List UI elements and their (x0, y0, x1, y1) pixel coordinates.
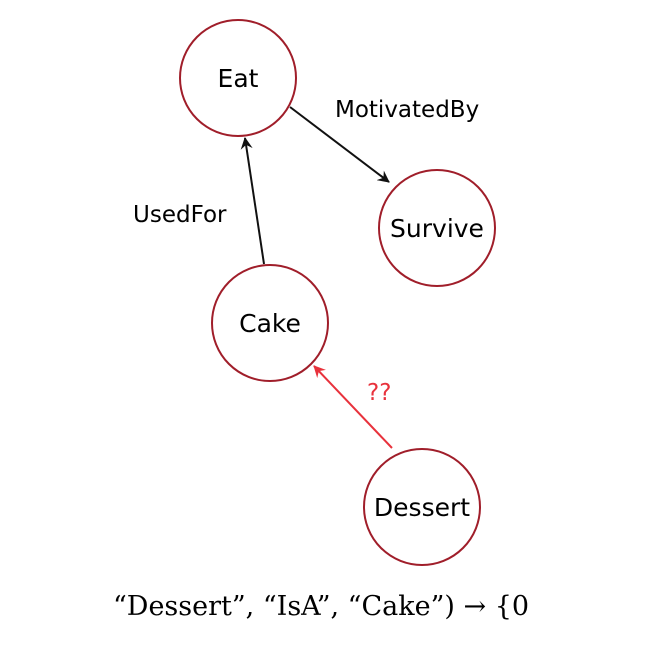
edge-line-cake-eat (240, 137, 265, 265)
edge-cake-usedfor-eat: UsedFor (133, 137, 265, 265)
node-label-eat: Eat (218, 64, 259, 93)
edge-dessert-unknown-cake: ?? (313, 365, 393, 449)
node-circle-cake (211, 264, 329, 382)
node-cake: Cake (211, 264, 329, 382)
node-label-dessert: Dessert (374, 493, 470, 522)
node-dessert: Dessert (363, 448, 481, 566)
node-circle-dessert (363, 448, 481, 566)
node-survive: Survive (378, 169, 496, 287)
edge-line-eat-survive (289, 106, 390, 183)
node-label-cake: Cake (239, 309, 301, 338)
caption-text: “Dessert”, “IsA”, “Cake”) → {0 (113, 591, 529, 622)
node-eat: Eat (179, 19, 297, 137)
edge-label-unknown: ?? (367, 380, 391, 406)
edge-label-usedfor: UsedFor (133, 202, 227, 228)
node-label-survive: Survive (390, 214, 484, 243)
node-circle-survive (378, 169, 496, 287)
node-circle-eat (179, 19, 297, 137)
edge-line-dessert-cake (313, 365, 393, 449)
edge-label-motivatedby: MotivatedBy (335, 97, 479, 123)
edge-eat-motivatedby-survive: MotivatedBy (289, 97, 479, 183)
